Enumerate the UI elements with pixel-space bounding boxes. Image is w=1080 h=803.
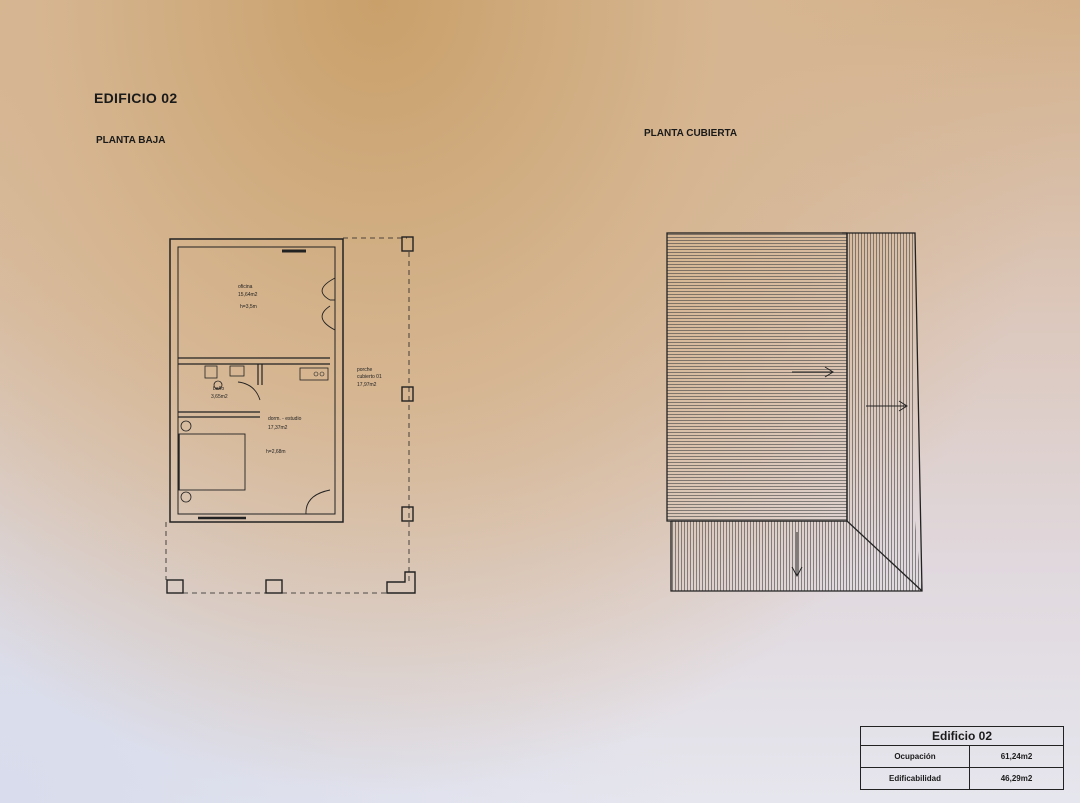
summary-value: 61,24m2 — [969, 745, 1064, 768]
planta-cubierta-label: PLANTA CUBIERTA — [644, 128, 738, 139]
room-height-dormitorio: h=2,68m — [266, 449, 286, 455]
porch-outline — [165, 236, 416, 594]
room-name-porche: porche — [357, 367, 373, 373]
summary-heading: Edificio 02 — [860, 726, 1064, 746]
room-area-porche: 17,97m2 — [357, 382, 377, 388]
summary-value: 46,29m2 — [969, 767, 1064, 790]
summary-table: Edificio 02 Ocupación 61,24m2 Edificabil… — [860, 726, 1064, 790]
summary-label: Edificabilidad — [860, 767, 970, 790]
walls — [169, 238, 344, 523]
room-area-bano: 3,65m2 — [211, 394, 228, 400]
room-name-oficina: oficina — [238, 284, 253, 290]
roof-plan — [666, 232, 923, 592]
table-row: Edificabilidad 46,29m2 — [860, 767, 1064, 790]
slope-arrow-icon — [791, 366, 908, 578]
room-name-bano: baño — [213, 386, 224, 392]
room-area-oficina: 15,64m2 — [238, 292, 258, 298]
document-title: EDIFICIO 02 — [94, 90, 178, 106]
summary-label: Ocupación — [860, 745, 970, 768]
room-area-dormitorio: 17,37m2 — [268, 425, 288, 431]
room-height-oficina: h=3,5m — [240, 304, 257, 310]
table-row: Ocupación 61,24m2 — [860, 745, 1064, 768]
room-name-dormitorio: dorm. - estudio — [268, 416, 302, 422]
room-sub-porche: cubierto 01 — [357, 374, 382, 380]
planta-baja-label: PLANTA BAJA — [96, 135, 166, 146]
